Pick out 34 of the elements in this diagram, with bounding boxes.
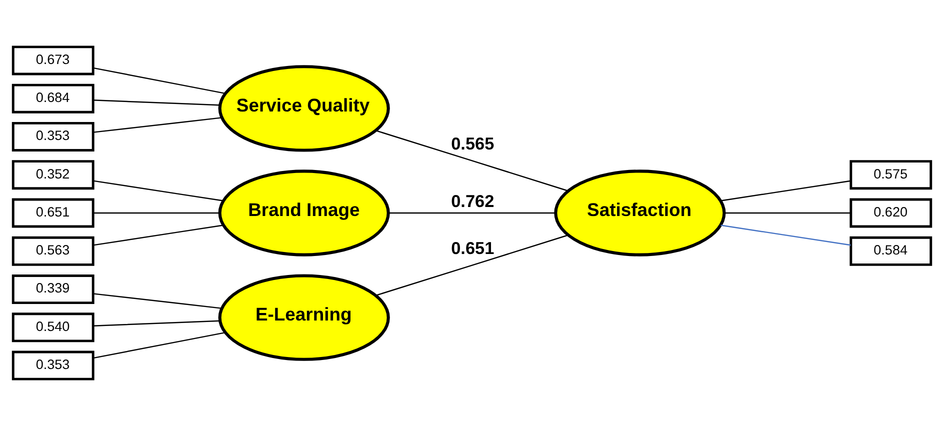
- connector: [93, 224, 224, 246]
- node-ellipse: Satisfaction: [554, 169, 726, 256]
- connector: [720, 224, 851, 246]
- node-box: 0.339: [12, 274, 94, 304]
- node-ellipse: Service Quality: [218, 64, 390, 152]
- node-box: 0.684: [12, 83, 94, 113]
- node-box: 0.584: [850, 236, 932, 266]
- connector: [720, 180, 851, 201]
- node-box: 0.620: [850, 198, 932, 228]
- node-box: 0.575: [850, 160, 932, 190]
- node-box: 0.563: [12, 236, 94, 266]
- node-ellipse: E-Learning: [218, 274, 390, 360]
- connector: [93, 66, 226, 94]
- connector: [93, 212, 220, 214]
- connector: [376, 130, 568, 191]
- node-box: 0.353: [12, 121, 94, 151]
- node-box: 0.352: [12, 160, 94, 190]
- connector: [93, 320, 220, 326]
- connector: [388, 212, 556, 214]
- edge-label: 0.762: [451, 190, 494, 211]
- connector: [93, 180, 224, 201]
- connector: [93, 331, 226, 358]
- connector: [93, 116, 222, 132]
- edge-label: 0.565: [451, 132, 494, 153]
- node-box: 0.540: [12, 312, 94, 342]
- connector: [93, 292, 222, 308]
- connector: [724, 212, 851, 214]
- node-box: 0.353: [12, 350, 94, 380]
- node-box: 0.651: [12, 198, 94, 228]
- edge-label: 0.651: [451, 237, 494, 258]
- connector: [93, 99, 220, 106]
- node-ellipse: Brand Image: [218, 169, 390, 256]
- connector: [376, 234, 568, 296]
- node-box: 0.673: [12, 45, 94, 75]
